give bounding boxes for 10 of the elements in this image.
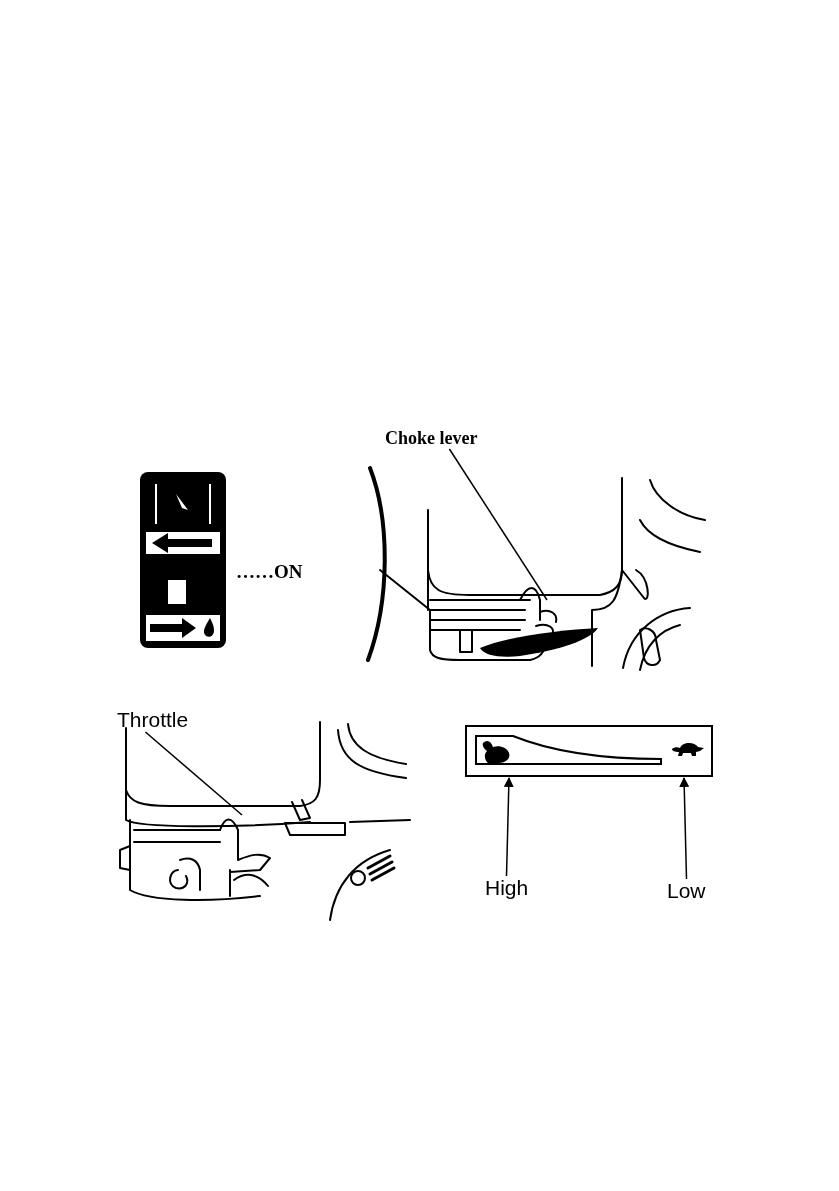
- position-label: ……ON: [236, 561, 303, 583]
- callout-label: Choke lever: [385, 428, 478, 449]
- callout-label: Low: [667, 879, 706, 903]
- callout-label: High: [485, 876, 529, 900]
- leader-line: [448, 448, 548, 601]
- arrow: [679, 777, 690, 880]
- callout-label: Throttle: [117, 708, 189, 732]
- arrow: [503, 777, 514, 877]
- leader-line: [144, 731, 243, 816]
- throttle-plate: [465, 725, 713, 777]
